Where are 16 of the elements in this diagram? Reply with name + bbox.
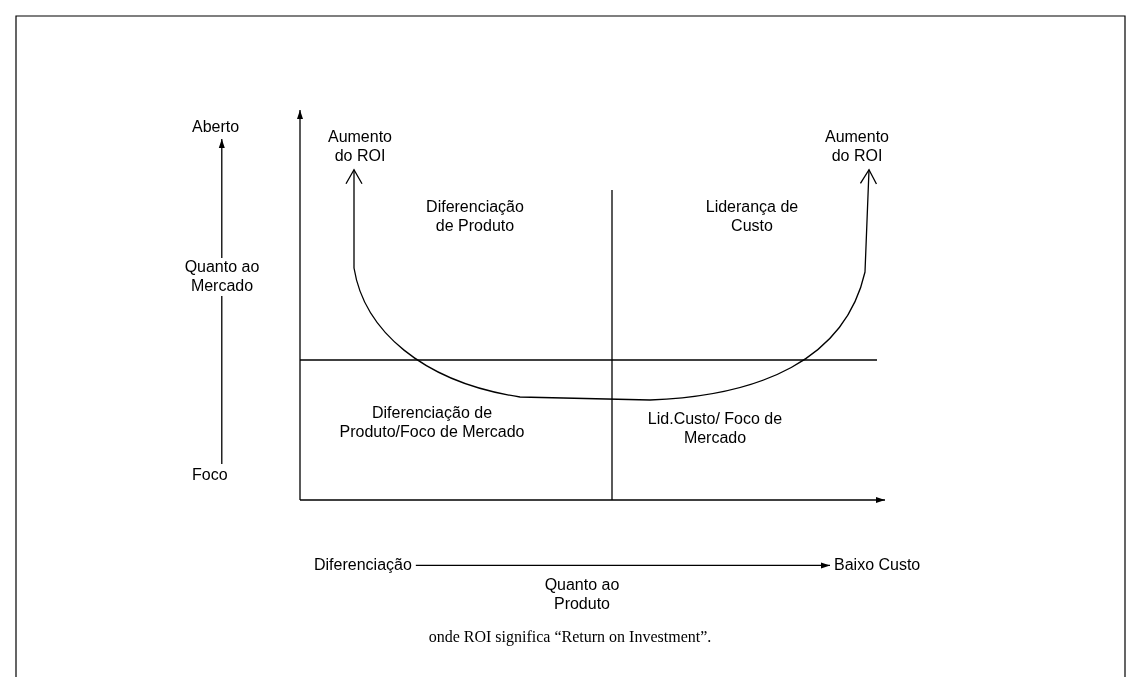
annotation-text: Aumento do ROI [814, 128, 900, 166]
axis-title: Quanto ao Mercado [182, 258, 262, 296]
annotation-text: Aumento do ROI [322, 128, 398, 166]
arrow [415, 562, 831, 569]
arrow [345, 169, 878, 401]
caption: onde ROI significa “Return on Investment”. [427, 628, 713, 647]
axis-label: Diferenciação [314, 556, 412, 575]
axis-title: Quanto ao Produto [543, 576, 621, 614]
arrow [218, 138, 225, 465]
quadrant-label: Diferenciação de Produto/Foco de Mercado [338, 404, 526, 442]
axis-label: Aberto [192, 118, 240, 137]
axis-label: Baixo Custo [834, 556, 921, 575]
axis-label: Foco [192, 466, 228, 485]
quadrant-label: Diferenciação de Produto [425, 198, 525, 236]
quadrant-label: Liderança de Custo [704, 198, 800, 236]
quadrant-label: Lid.Custo/ Foco de Mercado [646, 410, 784, 448]
